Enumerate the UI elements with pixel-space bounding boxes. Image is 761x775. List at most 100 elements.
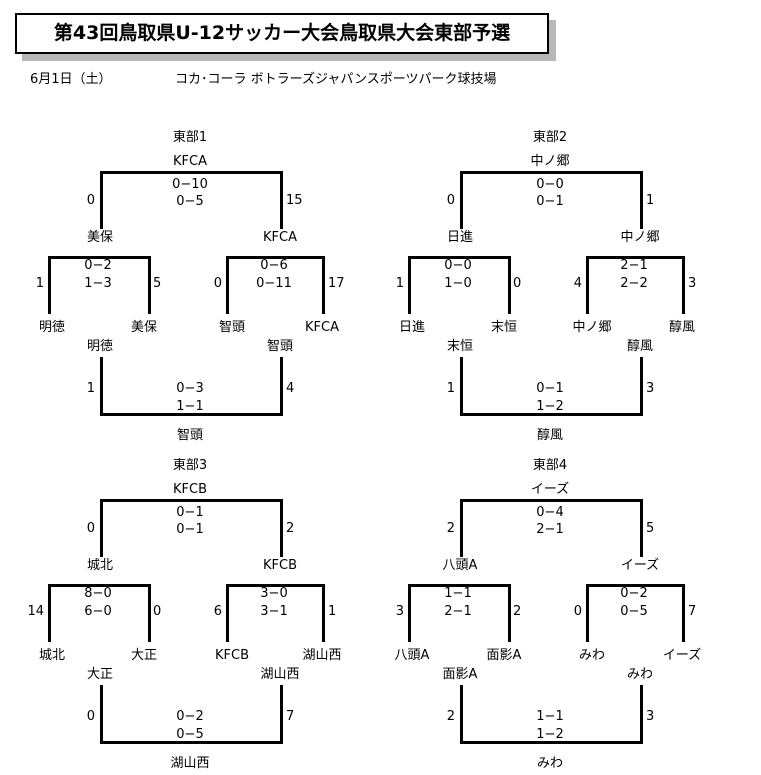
third-score-second-half: 1−2 xyxy=(536,399,564,414)
block-winner: イーズ xyxy=(530,482,570,497)
block-winner: KFCB xyxy=(173,482,207,497)
semi-right-team-b: イーズ xyxy=(662,648,702,663)
final-right-team: KFCA xyxy=(263,230,297,245)
semi-right-score-second-half: 0−5 xyxy=(620,604,648,619)
semi-right-score-first-half: 0−2 xyxy=(620,586,648,601)
final-right-total: 5 xyxy=(646,521,655,536)
final-left-total: 0 xyxy=(86,521,95,536)
final-score-first-half: 0−10 xyxy=(172,177,208,192)
semi-right-total-b: 1 xyxy=(328,604,337,619)
semi-left-total-b: 0 xyxy=(153,604,162,619)
block-name: 東部3 xyxy=(172,458,208,473)
semi-left-score-second-half: 1−0 xyxy=(444,276,472,291)
semi-right-team-b: 醇風 xyxy=(668,320,696,335)
third-left-team: 末恒 xyxy=(446,339,474,354)
bracket-line xyxy=(226,256,229,314)
bracket-line xyxy=(48,584,151,587)
bracket-line xyxy=(48,256,151,259)
semi-left-team-a: 日進 xyxy=(398,320,426,335)
bracket-line xyxy=(48,256,51,314)
third-left-team: 大正 xyxy=(86,667,114,682)
bracket-line xyxy=(682,584,685,642)
semi-right-total-b: 7 xyxy=(688,604,697,619)
semi-right-total-a: 6 xyxy=(213,604,222,619)
bracket-line xyxy=(280,499,283,557)
semi-right-team-a: 智頭 xyxy=(218,320,246,335)
semi-left-team-b: 美保 xyxy=(130,320,158,335)
third-left-team: 明徳 xyxy=(86,339,114,354)
semi-right-total-b: 17 xyxy=(328,276,345,291)
third-right-total: 4 xyxy=(286,381,295,396)
semi-right-score-first-half: 2−1 xyxy=(620,258,648,273)
semi-left-score-second-half: 1−3 xyxy=(84,276,112,291)
bracket-line xyxy=(100,171,103,229)
semi-right-score-second-half: 3−1 xyxy=(260,604,288,619)
bracket-line xyxy=(640,499,643,557)
bracket-line xyxy=(148,584,151,642)
bracket-line xyxy=(226,584,229,642)
third-score-first-half: 0−3 xyxy=(176,381,204,396)
bracket-line xyxy=(508,256,511,314)
semi-left-team-b: 面影A xyxy=(486,648,522,663)
bracket-line xyxy=(508,584,511,642)
bracket-line xyxy=(640,357,643,415)
third-left-total: 0 xyxy=(86,709,95,724)
semi-right-total-a: 0 xyxy=(573,604,582,619)
semi-right-team-b: KFCA xyxy=(305,320,339,335)
final-right-team: KFCB xyxy=(263,558,297,573)
semi-right-team-a: 中ノ郷 xyxy=(572,320,612,335)
bracket-line xyxy=(148,256,151,314)
third-score-second-half: 1−1 xyxy=(176,399,204,414)
semi-left-score-second-half: 2−1 xyxy=(444,604,472,619)
bracket-line xyxy=(586,256,589,314)
semi-left-total-a: 3 xyxy=(395,604,404,619)
final-right-team: 中ノ郷 xyxy=(620,230,660,245)
semi-left-team-a: 八頭A xyxy=(394,648,430,663)
final-score-second-half: 0−1 xyxy=(176,522,204,537)
semi-left-score-first-half: 1−1 xyxy=(444,586,472,601)
match-date: 6月1日（土） xyxy=(30,72,112,87)
bracket-line xyxy=(460,685,463,743)
semi-right-team-a: みわ xyxy=(578,648,606,663)
semi-right-team-a: KFCB xyxy=(215,648,249,663)
third-right-total: 3 xyxy=(646,709,655,724)
page-title: 第43回鳥取県U-12サッカー大会鳥取県大会東部予選 xyxy=(15,13,549,54)
bracket-line xyxy=(408,256,411,314)
third-right-total: 3 xyxy=(646,381,655,396)
third-score-first-half: 0−1 xyxy=(536,381,564,396)
final-right-total: 1 xyxy=(646,193,655,208)
final-right-team: イーズ xyxy=(620,558,660,573)
semi-right-score-first-half: 3−0 xyxy=(260,586,288,601)
semi-right-score-second-half: 0−11 xyxy=(256,276,292,291)
bracket-line xyxy=(100,741,283,744)
semi-left-total-b: 2 xyxy=(513,604,522,619)
final-right-total: 2 xyxy=(286,521,295,536)
block-winner: 中ノ郷 xyxy=(530,154,570,169)
third-score-first-half: 0−2 xyxy=(176,709,204,724)
final-score-second-half: 0−1 xyxy=(536,194,564,209)
bracket-line xyxy=(280,357,283,415)
bracket-line xyxy=(460,357,463,415)
bracket-line xyxy=(460,499,463,557)
semi-left-team-a: 城北 xyxy=(38,648,66,663)
semi-right-score-second-half: 2−2 xyxy=(620,276,648,291)
final-left-team: 八頭A xyxy=(442,558,478,573)
bracket-line xyxy=(682,256,685,314)
bracket-line xyxy=(48,584,51,642)
bracket-line xyxy=(586,256,685,259)
third-left-total: 1 xyxy=(86,381,95,396)
third-right-team: 醇風 xyxy=(626,339,654,354)
semi-right-total-a: 4 xyxy=(573,276,582,291)
third-winner: 醇風 xyxy=(536,428,564,443)
semi-left-total-a: 14 xyxy=(27,604,44,619)
bracket-line xyxy=(408,584,511,587)
bracket-line xyxy=(460,741,643,744)
third-winner: みわ xyxy=(536,756,564,771)
bracket-line xyxy=(322,256,325,314)
third-left-team: 面影A xyxy=(442,667,478,682)
bracket-line xyxy=(460,499,643,502)
third-right-team: 湖山西 xyxy=(260,667,300,682)
bracket-line xyxy=(100,499,103,557)
bracket-line xyxy=(460,171,643,174)
final-left-total: 0 xyxy=(446,193,455,208)
